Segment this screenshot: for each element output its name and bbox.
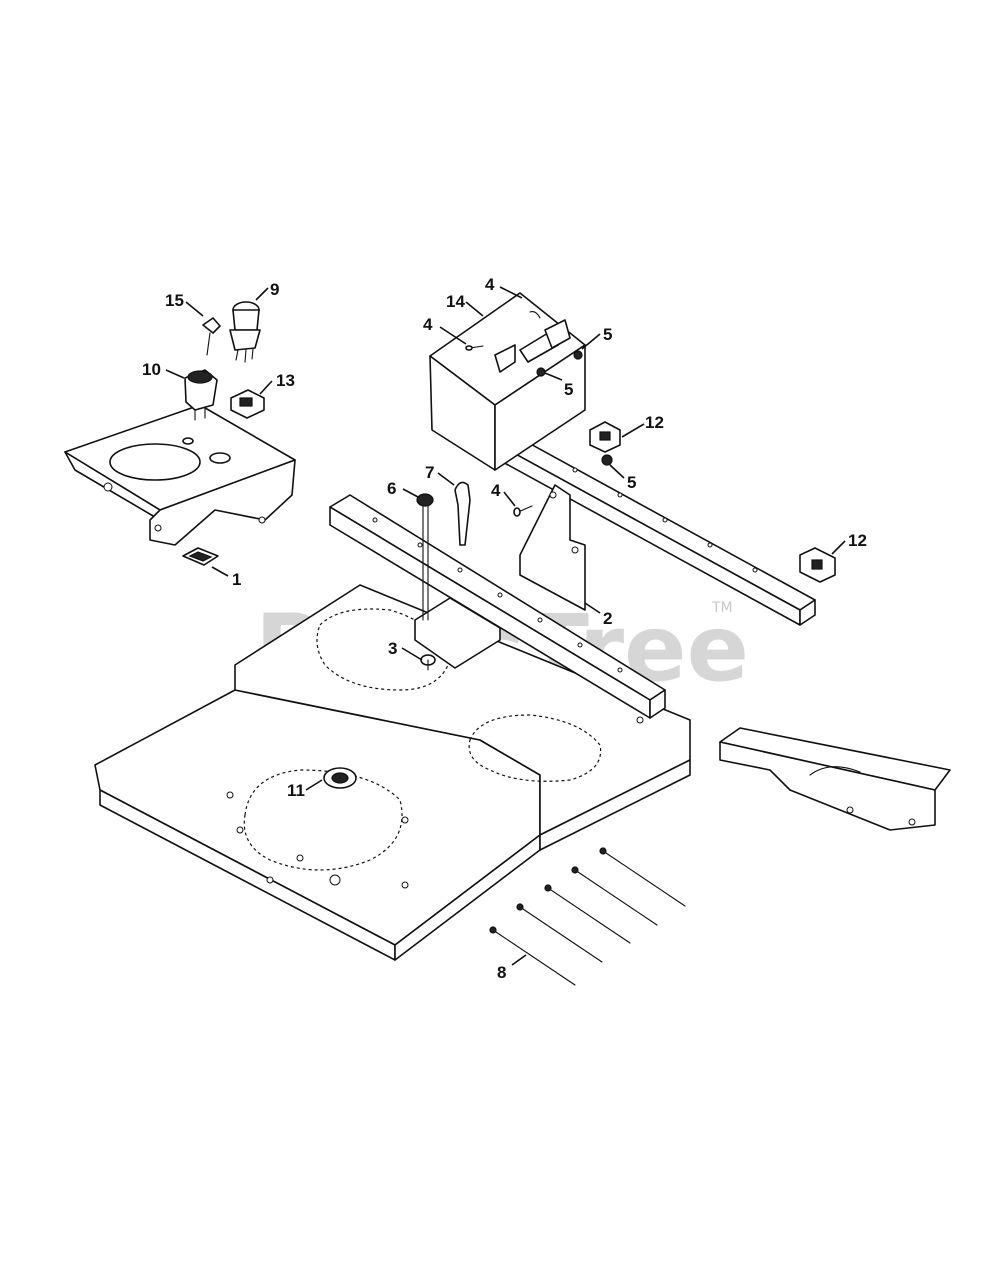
callout-12-upper: 12	[645, 413, 664, 432]
callout-5-battery-front: 5	[564, 380, 573, 399]
grommet	[323, 767, 357, 789]
callout-numbers: 1 2 3 4 4 4 5 5 5 6 7 8 9 10 11 12 12 13…	[142, 275, 867, 982]
callout-13: 13	[276, 371, 295, 390]
bolt-3	[420, 654, 436, 671]
callout-4-bracket: 4	[491, 481, 501, 500]
ignition-switch	[184, 369, 218, 421]
callout-6: 6	[387, 479, 396, 498]
callout-10: 10	[142, 360, 161, 379]
callout-4-battery-left: 4	[423, 315, 433, 334]
callout-7: 7	[425, 463, 434, 482]
callout-1: 1	[232, 570, 241, 589]
callout-14: 14	[446, 292, 465, 311]
callout-5-rail: 5	[627, 473, 636, 492]
pto-switch	[229, 301, 261, 363]
frame-rail-front	[329, 494, 666, 719]
key	[202, 317, 221, 356]
battery	[429, 292, 586, 471]
bezel	[182, 547, 219, 566]
watermark-trademark: TM	[711, 600, 733, 616]
callout-8: 8	[497, 963, 506, 982]
dash-panel	[64, 404, 296, 546]
callout-leaders	[165, 286, 846, 966]
callout-12-lower: 12	[848, 531, 867, 550]
hold-down-rod	[416, 493, 434, 621]
relay-lower	[799, 547, 836, 583]
cable-ties	[489, 847, 686, 986]
relay-upper	[589, 421, 621, 453]
callout-5-battery-right: 5	[603, 325, 612, 344]
callout-11: 11	[287, 781, 305, 800]
nut-5-rear	[601, 454, 613, 466]
callout-15: 15	[165, 291, 184, 310]
bolt-4-bracket	[513, 505, 533, 517]
callout-4-battery-top: 4	[485, 275, 495, 294]
floor-pan	[94, 584, 691, 961]
battery-strap	[454, 481, 471, 546]
rocker-switch	[230, 389, 265, 419]
side-panel	[719, 727, 951, 831]
callout-2: 2	[603, 609, 612, 628]
callout-9: 9	[270, 280, 279, 299]
battery-bracket	[414, 484, 586, 669]
callout-3: 3	[388, 639, 397, 658]
